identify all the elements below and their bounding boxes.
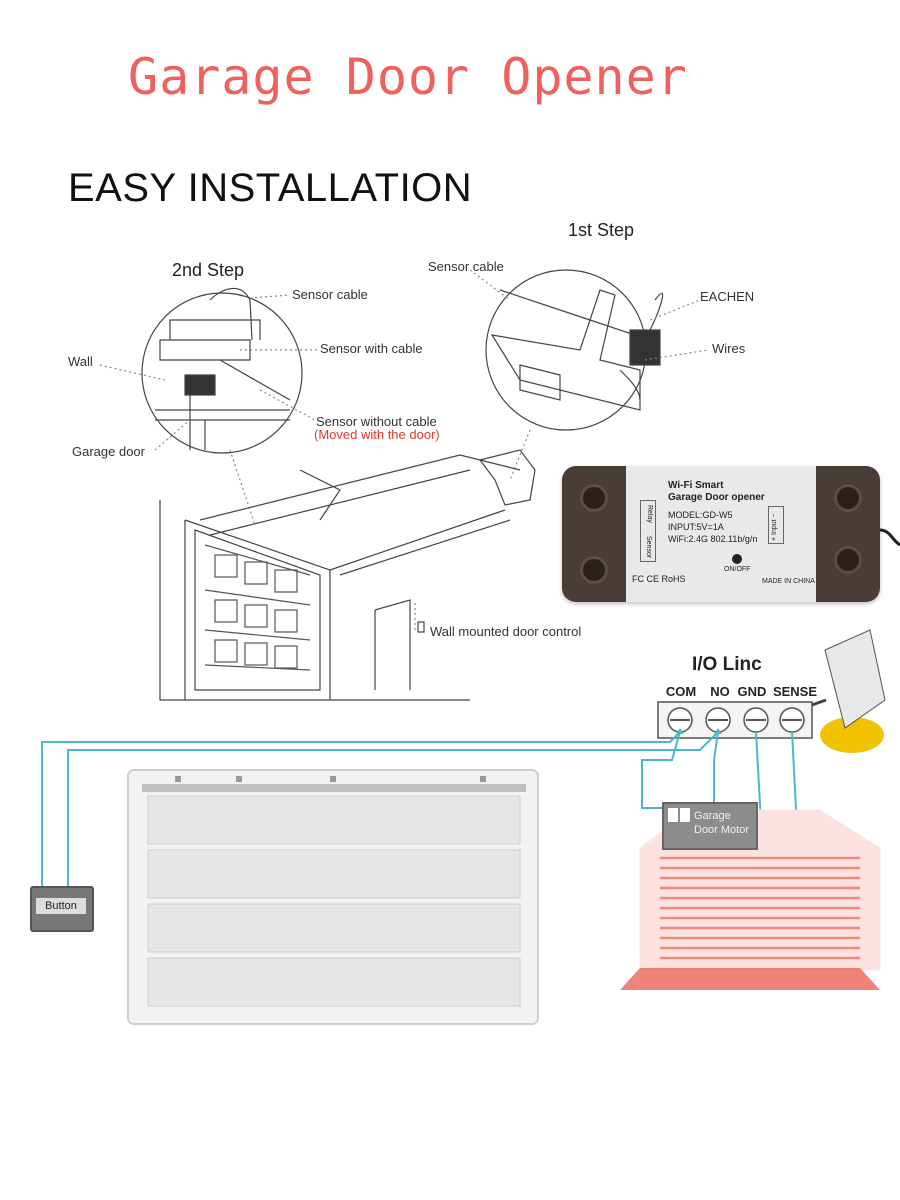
wifi-garage-opener-device: Wi-Fi Smart Garage Door opener MODEL:GD-…: [562, 466, 880, 602]
red-garage-door: [620, 809, 881, 990]
relay-port: Relay: [640, 500, 656, 562]
device-input: INPUT:5V=1A: [668, 522, 724, 532]
sensor-without-cable-label: Sensor without cable: [316, 414, 437, 429]
device-wifi: WiFi:2.4G 802.11b/g/n: [668, 534, 758, 544]
motor-label: Garage Door Motor: [694, 809, 749, 837]
terminal-com-label: COM: [665, 684, 697, 699]
device-line2: Garage Door opener: [668, 492, 765, 503]
device-right-mount: [816, 466, 880, 602]
wall-label: Wall: [68, 354, 93, 369]
wire-com-button: [41, 731, 681, 888]
step1-label: 1st Step: [568, 220, 635, 240]
page-title: Garage Door Opener: [128, 48, 688, 106]
step1-sensor-cable-label: Sensor cable: [428, 259, 504, 274]
step2-detail-circle: [141, 292, 303, 454]
motor-terminal: [680, 808, 690, 822]
motor-label-line2: Door Motor: [694, 824, 750, 836]
step2-label: 2nd Step: [172, 260, 245, 280]
wall-mounted-control-label: Wall mounted door control: [430, 624, 582, 639]
installation-heading: EASY INSTALLATION: [68, 166, 473, 210]
sensor-module: [824, 629, 886, 729]
onoff-button[interactable]: [732, 554, 742, 564]
sensor-highlight: [820, 717, 884, 753]
device-cable: [880, 528, 900, 547]
cert-marks: FC CE RoHS: [632, 574, 686, 584]
screw-hole: [580, 484, 608, 512]
terminal-sense-label: SENSE: [772, 684, 818, 699]
button-label: Button: [36, 898, 86, 914]
wire-no-motor: [713, 731, 719, 802]
step2-sensor-with-cable-label: Sensor with cable: [320, 341, 423, 356]
motor-terminal: [668, 808, 678, 822]
garage-door-label: Garage door: [72, 444, 145, 459]
step2-sensor-cable-label: Sensor cable: [292, 287, 368, 302]
wall-button[interactable]: Button: [30, 886, 94, 932]
screw-hole: [580, 556, 608, 584]
wire-com-motor: [641, 731, 681, 809]
terminal-gnd-label: GND: [737, 684, 767, 699]
made-in-label: MADE IN CHINA: [762, 578, 815, 585]
garage-door-motor: Garage Door Motor: [662, 802, 758, 850]
onoff-label: ON/OFF: [724, 566, 751, 573]
io-linc-title: I/O Linc: [692, 654, 762, 675]
moved-with-door-label: (Moved with the door): [314, 427, 440, 442]
wire-no-button: [67, 731, 719, 888]
eachen-label: EACHEN: [700, 289, 755, 304]
device-model: MODEL:GD-W5: [668, 510, 733, 520]
input-port: + Input −: [768, 506, 784, 544]
motor-label-line1: Garage: [694, 810, 731, 822]
wires-label: Wires: [712, 341, 746, 356]
device-line1: Wi-Fi Smart: [668, 480, 724, 491]
terminal-no-label: NO: [710, 684, 730, 699]
white-garage-door: [127, 769, 539, 1025]
screw-hole: [834, 484, 862, 512]
screw-hole: [834, 546, 862, 574]
device-left-mount: [562, 466, 626, 602]
